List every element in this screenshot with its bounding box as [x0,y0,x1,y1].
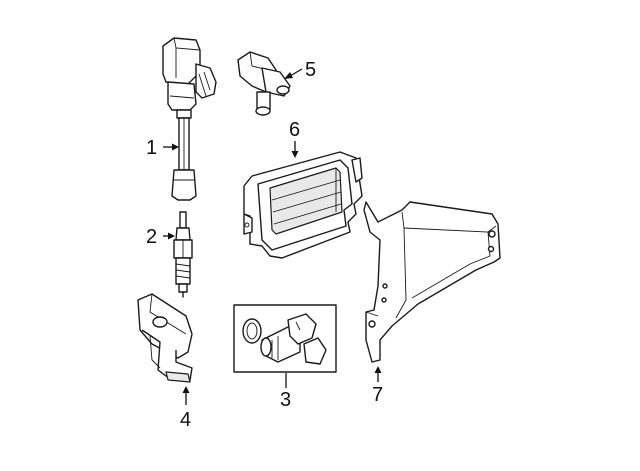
callout-5: 5 [305,59,316,81]
callout-arrows [163,68,382,405]
callout-6: 6 [289,119,300,141]
callout-3: 3 [280,389,291,411]
knock-sensor-part [137,293,193,383]
camshaft-sensor-part [237,51,291,116]
callout-1: 1 [146,137,157,159]
callout-7: 7 [372,384,383,406]
bracket-part [363,201,501,363]
ignition-coil-part [162,37,217,201]
callout-2: 2 [146,226,157,248]
callout-4: 4 [180,409,191,431]
ecm-part [243,151,363,259]
spark-plug-part [173,211,193,298]
crankshaft-sensor-part [233,304,337,373]
part-3-box [233,304,337,373]
